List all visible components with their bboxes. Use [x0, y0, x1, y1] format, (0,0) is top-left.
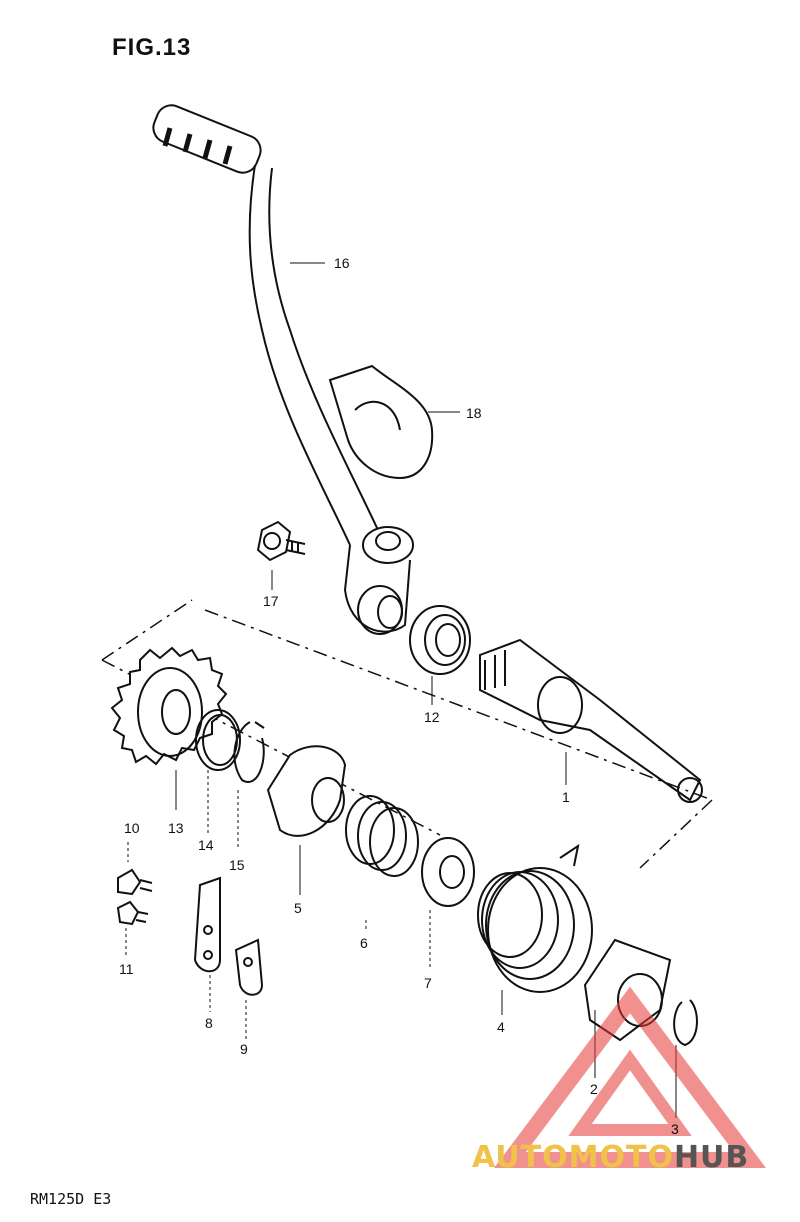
- bolt-part-11: [116, 900, 149, 926]
- assembly-outline: [101, 599, 713, 869]
- kick-spring-part-4: [477, 843, 593, 993]
- bolt-part-17: [256, 520, 306, 562]
- spring-part-6: [345, 795, 419, 877]
- callout-15: 15: [229, 857, 245, 873]
- circlip-part-15: [233, 721, 265, 783]
- kick-shaft-part-1: [479, 638, 703, 803]
- seal-part-12: [409, 605, 471, 675]
- callout-2: 2: [590, 1081, 598, 1097]
- callout-6: 6: [360, 935, 368, 951]
- figure-title: FIG.13: [112, 34, 192, 61]
- callout-4: 4: [497, 1019, 505, 1035]
- callout-18: 18: [466, 405, 482, 421]
- callout-1: 1: [562, 789, 570, 805]
- circlip-part-3: [673, 999, 698, 1047]
- ratchet-part-5: [266, 745, 347, 837]
- plate-part-9: [234, 938, 264, 996]
- callout-7: 7: [424, 975, 432, 991]
- callout-11: 11: [119, 961, 134, 977]
- gear-part-13: [110, 646, 228, 766]
- callout-10: 10: [124, 820, 140, 836]
- watermark-logo: [494, 986, 766, 1168]
- plate-part-8: [193, 876, 221, 973]
- model-code: RM125D E3: [30, 1190, 112, 1208]
- callout-5: 5: [294, 900, 302, 916]
- washer-part-14: [195, 709, 241, 771]
- callout-3: 3: [671, 1121, 679, 1137]
- kick-lever-part-16: [152, 104, 414, 635]
- callout-14: 14: [198, 837, 214, 853]
- washer-part-7: [421, 837, 475, 907]
- callout-16: 16: [334, 255, 350, 271]
- callout-17: 17: [263, 593, 279, 609]
- callout-8: 8: [205, 1015, 213, 1031]
- callout-12: 12: [424, 709, 440, 725]
- callout-9: 9: [240, 1041, 248, 1057]
- watermark-text: AUTOMOTOHUB: [472, 1140, 750, 1175]
- boot-part-18: [328, 364, 434, 480]
- bolt-part-10: [117, 868, 153, 896]
- callout-13: 13: [168, 820, 184, 836]
